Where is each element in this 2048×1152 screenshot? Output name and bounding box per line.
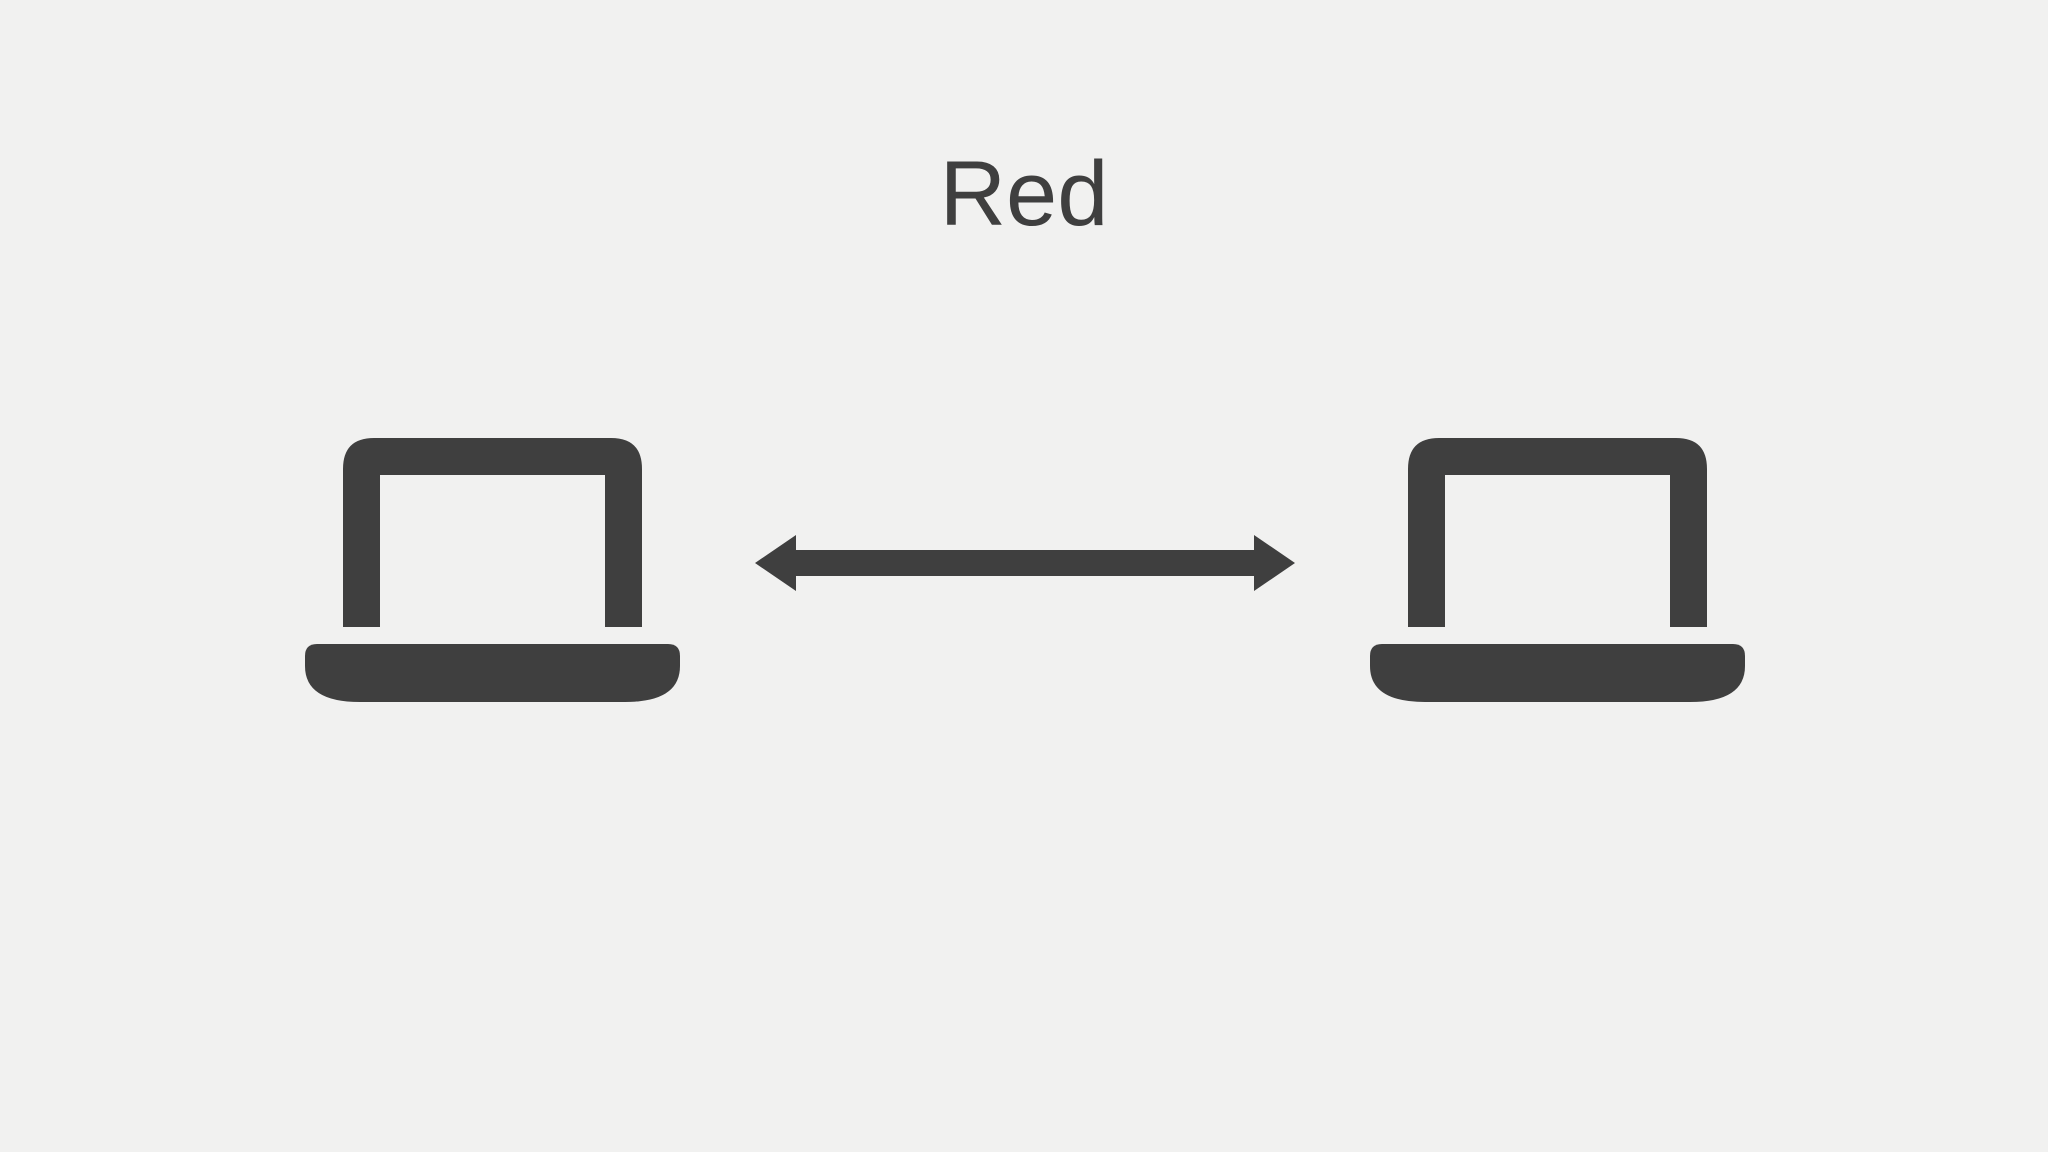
laptop-node-left — [305, 438, 680, 702]
diagram-title: Red — [939, 143, 1109, 245]
laptop-icon — [305, 438, 680, 702]
bidirectional-arrow-icon — [755, 534, 1295, 592]
laptop-icon — [1370, 438, 1745, 702]
laptop-node-right — [1370, 438, 1745, 702]
